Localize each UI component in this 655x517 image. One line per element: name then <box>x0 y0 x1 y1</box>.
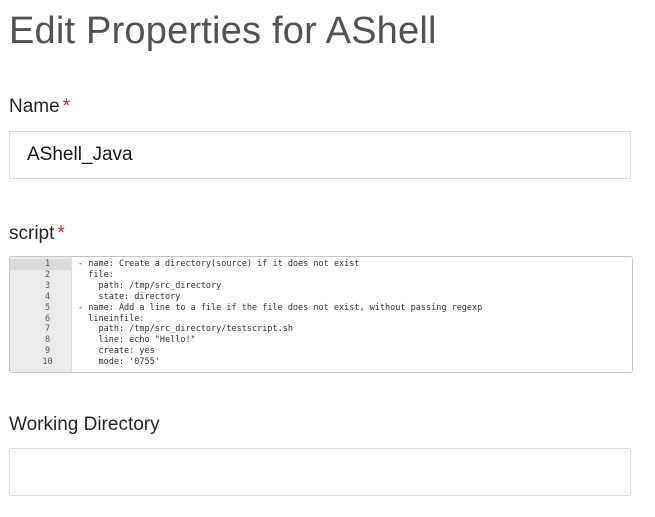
page-title: Edit Properties for AShell <box>9 10 437 52</box>
required-marker: * <box>57 223 65 244</box>
required-marker: * <box>62 96 71 117</box>
code-line: lineinfile: <box>78 313 145 324</box>
code-line: state: directory <box>78 291 181 302</box>
line-number: 7 <box>44 324 51 335</box>
working-directory-label: Working Directory <box>9 414 160 435</box>
line-number: 5 <box>44 302 51 313</box>
line-number: 4 <box>44 291 51 302</box>
working-directory-input[interactable] <box>9 448 631 496</box>
code-line: path: /tmp/src_directory <box>78 280 222 291</box>
script-label: script* <box>9 223 65 245</box>
code-line: create: yes <box>78 346 155 357</box>
code-line: file: <box>78 269 114 280</box>
code-line: - name: Add a line to a file if the file… <box>78 302 483 313</box>
line-number: 8 <box>44 335 51 346</box>
line-number: 10 <box>42 357 53 368</box>
script-label-text: script <box>9 223 55 244</box>
code-line: mode: '0755' <box>78 357 160 368</box>
line-number: 9 <box>44 346 51 357</box>
code-line: line: echo "Hello!" <box>78 335 196 346</box>
line-number: 1 <box>10 259 71 270</box>
code-line: - name: Create a directory(source) if it… <box>78 259 360 269</box>
line-number: 2 <box>44 269 51 280</box>
line-number: 3 <box>44 280 51 291</box>
name-label: Name* <box>9 96 70 118</box>
code-area[interactable]: - name: Create a directory(source) if it… <box>72 257 482 372</box>
name-label-text: Name <box>9 96 60 117</box>
line-number: 6 <box>44 313 51 324</box>
code-line: path: /tmp/src_directory/testscript.sh <box>78 324 293 335</box>
name-input[interactable] <box>9 131 631 179</box>
